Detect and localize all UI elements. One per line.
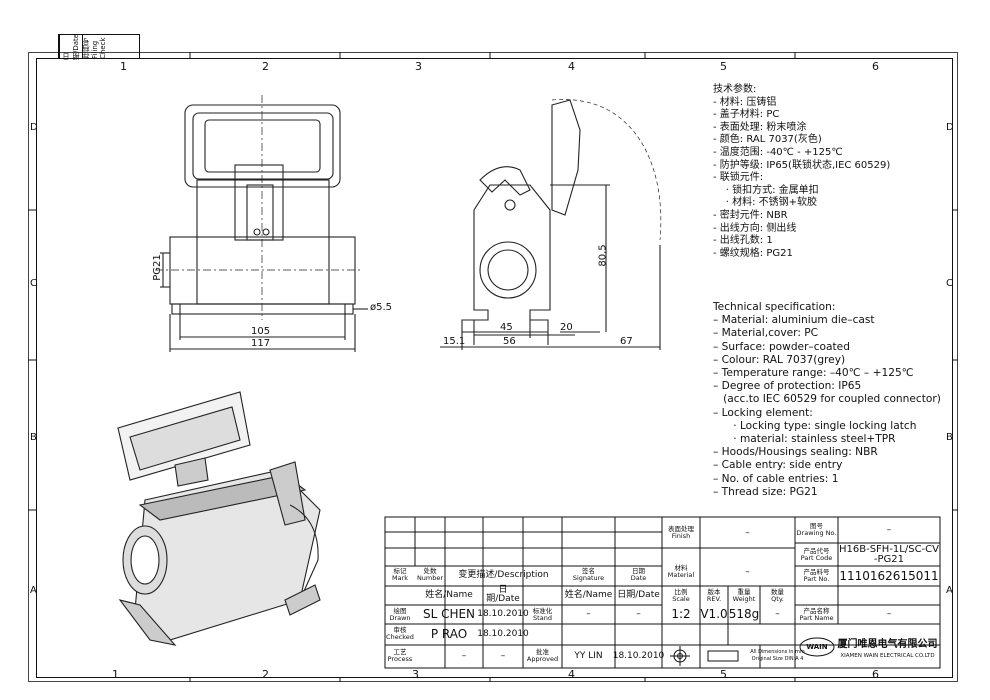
tb-drawn: 绘图 Drawn: [389, 606, 411, 622]
tb-stand-name: –: [586, 609, 591, 619]
grid-top-2: 2: [262, 60, 269, 73]
tb-stand-date: –: [636, 609, 641, 619]
sheet-outer-border: [28, 52, 958, 682]
tb-process-date: –: [500, 650, 506, 661]
grid-bottom-2: 2: [262, 668, 269, 681]
tb-dims-note: All Dimensions in mm Original Size DIN A…: [750, 649, 805, 662]
tb-weight-value: 518g: [728, 607, 760, 621]
tb-sign-name-header: 姓名/Name: [564, 589, 613, 600]
tb-checked: 审核 Checked: [386, 626, 414, 641]
tb-scale-value: 1:2: [671, 607, 691, 621]
dim-117: 117: [251, 338, 271, 349]
grid-bottom-5: 5: [720, 668, 727, 681]
sheet-frame: [36, 58, 953, 678]
dim-80-5: 80.5: [597, 244, 609, 267]
tb-checked-date: 18.10.2010: [477, 628, 529, 639]
tb-scale-label: 比例 Scale: [672, 588, 690, 603]
dim-15-1: 15.1: [443, 336, 466, 347]
dim-67: 67: [620, 336, 633, 347]
tb-qty-value: –: [775, 609, 780, 619]
tb-approved-name: YY LIN: [574, 650, 603, 661]
tb-material-label: 材料 Material: [667, 564, 695, 579]
tb-mark: 标记 Mark: [391, 567, 409, 582]
tb-stand: 标准化 Stand: [532, 606, 553, 622]
tb-process: 工艺 Process: [387, 648, 413, 663]
tb-sign-date-header: 日期/Date: [617, 589, 660, 600]
grid-right-B: B: [946, 432, 953, 443]
tb-part-no-label: 产品料号 Part No.: [803, 568, 830, 583]
dim-45: 45: [500, 322, 513, 333]
tb-drawn-date: 18.10.2010: [477, 609, 529, 619]
filing-box: 日期/Date 存档号 Filing Check: [58, 34, 140, 60]
dim-105: 105: [251, 326, 271, 337]
tb-approved: 批准 Approved: [526, 648, 559, 663]
tb-part-code-value: H16B-SFH-1L/SC-CV -PG21: [838, 543, 939, 565]
tb-checked-name: P RAO: [430, 626, 468, 641]
grid-left-D: D: [30, 122, 38, 133]
grid-bottom-3: 3: [412, 668, 419, 681]
grid-top-5: 5: [720, 60, 727, 73]
spec-english: Technical specification: – Material: alu…: [713, 301, 941, 498]
tb-date: 日期 Date: [630, 567, 647, 582]
dim-hole: ø5.5: [370, 302, 393, 313]
grid-top-6: 6: [872, 60, 879, 73]
grid-top-4: 4: [568, 60, 575, 73]
tb-part-name-label: 产品名称 Part Name: [799, 606, 834, 622]
tb-rev-value: V1.0: [700, 607, 728, 621]
grid-bottom-1: 1: [112, 668, 119, 681]
tb-signature: 签名 Signature: [572, 567, 605, 582]
grid-right-D: D: [946, 122, 954, 133]
dim-56: 56: [503, 336, 516, 347]
tb-material-value: –: [745, 566, 750, 577]
tb-drawn-name: SL CHEN: [422, 607, 476, 621]
grid-right-C: C: [946, 278, 953, 289]
tb-company-en: XIAMEN WAIN ELECTRICAL CO.LTD: [840, 652, 935, 659]
grid-top-1: 1: [120, 60, 127, 73]
dim-20: 20: [560, 322, 573, 333]
grid-bottom-4: 4: [568, 668, 575, 681]
wain-logo-graphic: [799, 637, 835, 657]
tb-description: 变更描述/Description: [458, 569, 549, 580]
spec-chinese: 技术参数: - 材料: 压铸铝 - 盖子材料: PC - 表面处理: 粉末喷涂 …: [713, 84, 891, 259]
tb-drawing-no-value: –: [886, 524, 892, 535]
tb-drawing-no-label: 图号 Drawing No.: [796, 522, 837, 537]
tb-weight-label: 重量 Weight: [732, 588, 756, 603]
grid-left-A: A: [30, 585, 37, 596]
grid-left-B: B: [30, 432, 37, 443]
tb-process-name: –: [461, 650, 467, 661]
title-block: 标记 Mark 处数 Number 变更描述/Description 签名 Si…: [385, 517, 940, 668]
tb-finish-label: 表面处理 Finish: [668, 525, 694, 540]
tb-logo: WAIN: [806, 642, 828, 651]
grid-top-3: 3: [415, 60, 422, 73]
title-block-lines: [384, 516, 941, 669]
tb-rev-label: 版本 REV.: [706, 588, 722, 603]
tb-part-name-value: –: [886, 609, 892, 619]
grid-right-A: A: [946, 585, 953, 596]
tb-date-header: 日期/Date: [486, 585, 520, 604]
tb-company-cn: 厦门唯恩电气有限公司: [837, 638, 938, 650]
tb-finish-value: –: [745, 527, 750, 538]
grid-left-C: C: [30, 278, 37, 289]
tb-name-header: 姓名/Name: [425, 589, 473, 600]
tb-part-no-value: 1110162615011: [839, 568, 939, 583]
front-view: [155, 95, 368, 352]
tb-qty-label: 数量 Qty.: [771, 588, 784, 603]
tb-part-code-label: 产品代号 Part Code: [800, 546, 833, 562]
dim-pg21: PG21: [151, 254, 163, 281]
grid-bottom-6: 6: [872, 668, 879, 681]
side-view: [440, 99, 662, 350]
isometric-view: [117, 391, 321, 646]
tb-approved-date: 18.10.2010: [612, 650, 665, 661]
tb-number: 处数 Number: [416, 567, 444, 582]
projection-symbol: [670, 646, 739, 666]
